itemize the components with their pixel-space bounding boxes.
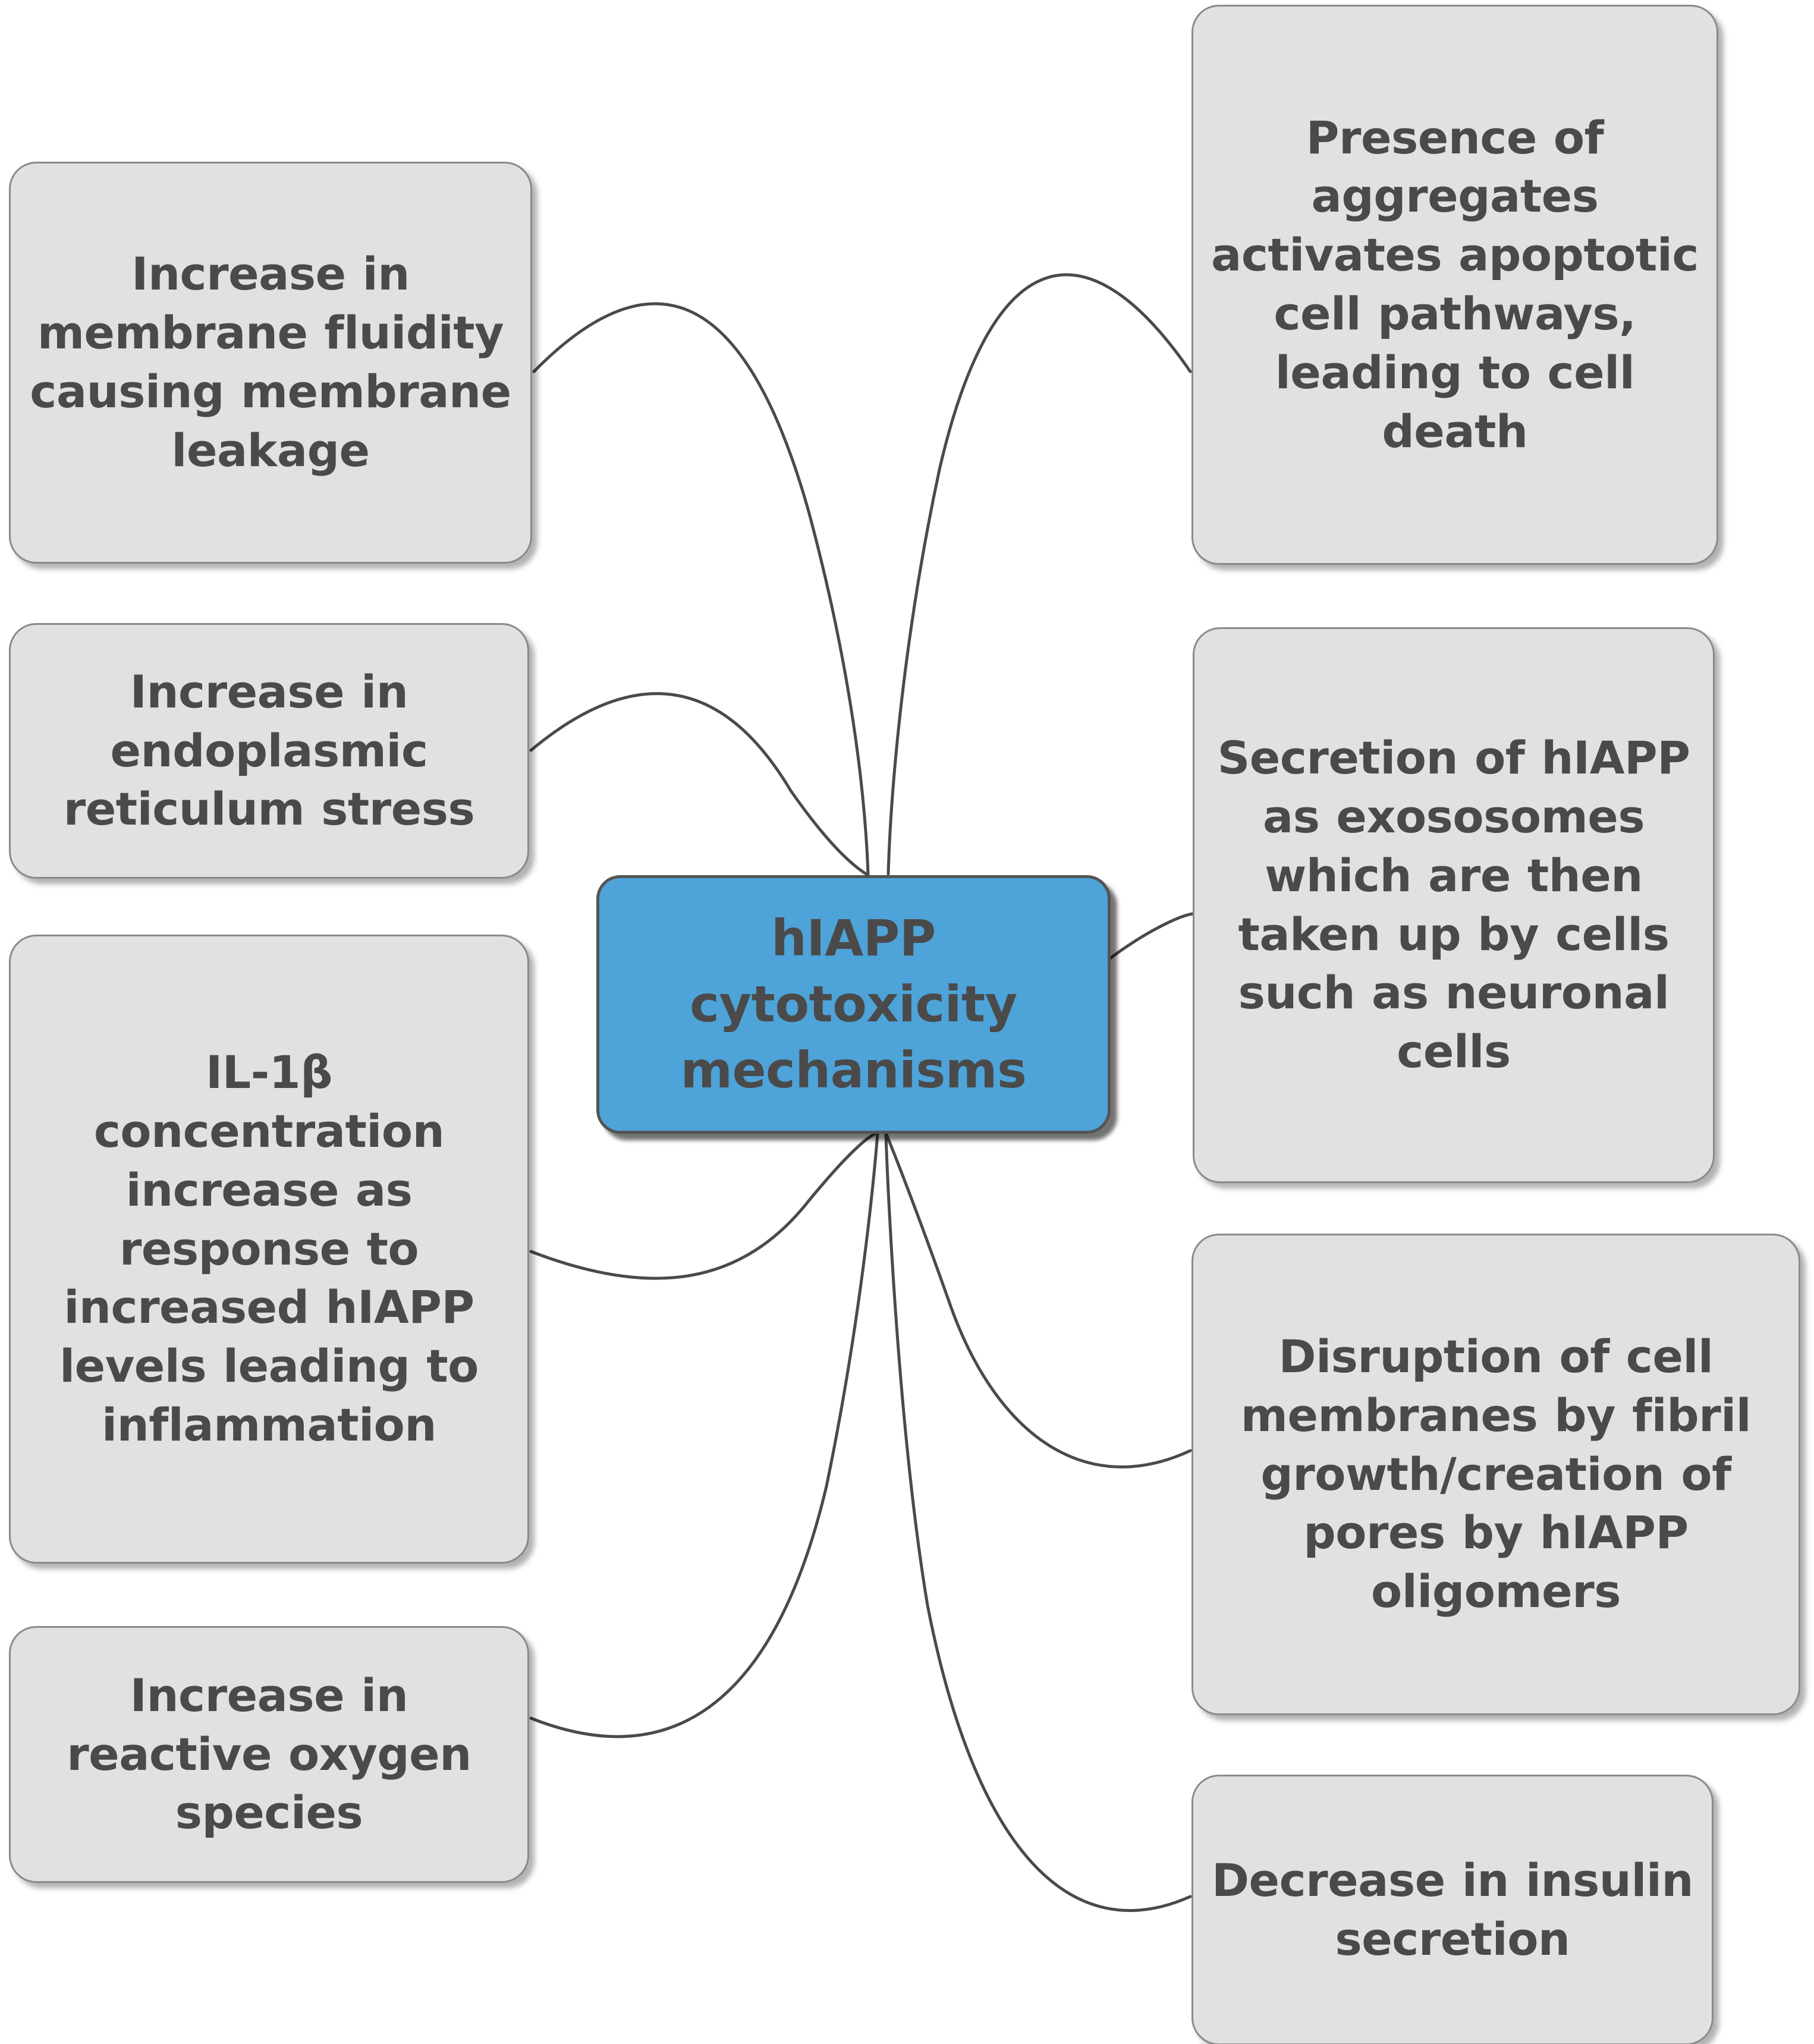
edge-central-to-exosome-secretion	[1108, 912, 1194, 960]
leaf-node-exosome-secretion[interactable]: Secretion of hIAPP as exososomes which a…	[1193, 627, 1715, 1183]
leaf-node-membrane-disruption-label: Disruption of cell membranes by fibril g…	[1240, 1330, 1752, 1618]
leaf-node-insulin-secretion[interactable]: Decrease in insulin secretion	[1191, 1775, 1714, 2044]
edge-central-to-insulin-secretion	[884, 1132, 1192, 1912]
central-node-label: hIAPP cytotoxicity mechanisms	[680, 909, 1027, 1099]
leaf-node-exosome-secretion-label: Secretion of hIAPP as exososomes which a…	[1217, 731, 1690, 1078]
edge-central-to-apoptotic-pathways	[886, 273, 1192, 876]
edge-central-to-er-stress	[529, 692, 870, 877]
leaf-node-reactive-oxygen-species[interactable]: Increase in reactive oxygen species	[9, 1626, 529, 1883]
edge-central-to-il1b-inflammation	[529, 1131, 879, 1280]
leaf-node-membrane-disruption[interactable]: Disruption of cell membranes by fibril g…	[1191, 1234, 1800, 1715]
edge-central-to-membrane-disruption	[884, 1131, 1192, 1468]
leaf-node-reactive-oxygen-species-label: Increase in reactive oxygen species	[67, 1668, 471, 1839]
leaf-node-apoptotic-pathways-label: Presence of aggregates activates apoptot…	[1211, 111, 1699, 458]
edge-central-to-membrane-fluidity	[532, 302, 870, 876]
leaf-node-insulin-secretion-label: Decrease in insulin secretion	[1211, 1853, 1694, 1966]
leaf-node-er-stress-label: Increase in endoplasmic reticulum stress	[63, 665, 475, 836]
central-node-hiapp-cytotoxicity-mechanisms[interactable]: hIAPP cytotoxicity mechanisms	[596, 875, 1111, 1134]
leaf-node-il1b-inflammation[interactable]: IL-1β concentration increase as response…	[9, 935, 529, 1564]
leaf-node-er-stress[interactable]: Increase in endoplasmic reticulum stress	[9, 623, 529, 879]
leaf-node-membrane-fluidity[interactable]: Increase in membrane fluidity causing me…	[9, 162, 532, 564]
leaf-node-il1b-inflammation-label: IL-1β concentration increase as response…	[59, 1046, 479, 1451]
leaf-node-membrane-fluidity-label: Increase in membrane fluidity causing me…	[30, 247, 511, 477]
leaf-node-apoptotic-pathways[interactable]: Presence of aggregates activates apoptot…	[1191, 5, 1718, 565]
edge-central-to-reactive-oxygen-species	[529, 1131, 879, 1738]
